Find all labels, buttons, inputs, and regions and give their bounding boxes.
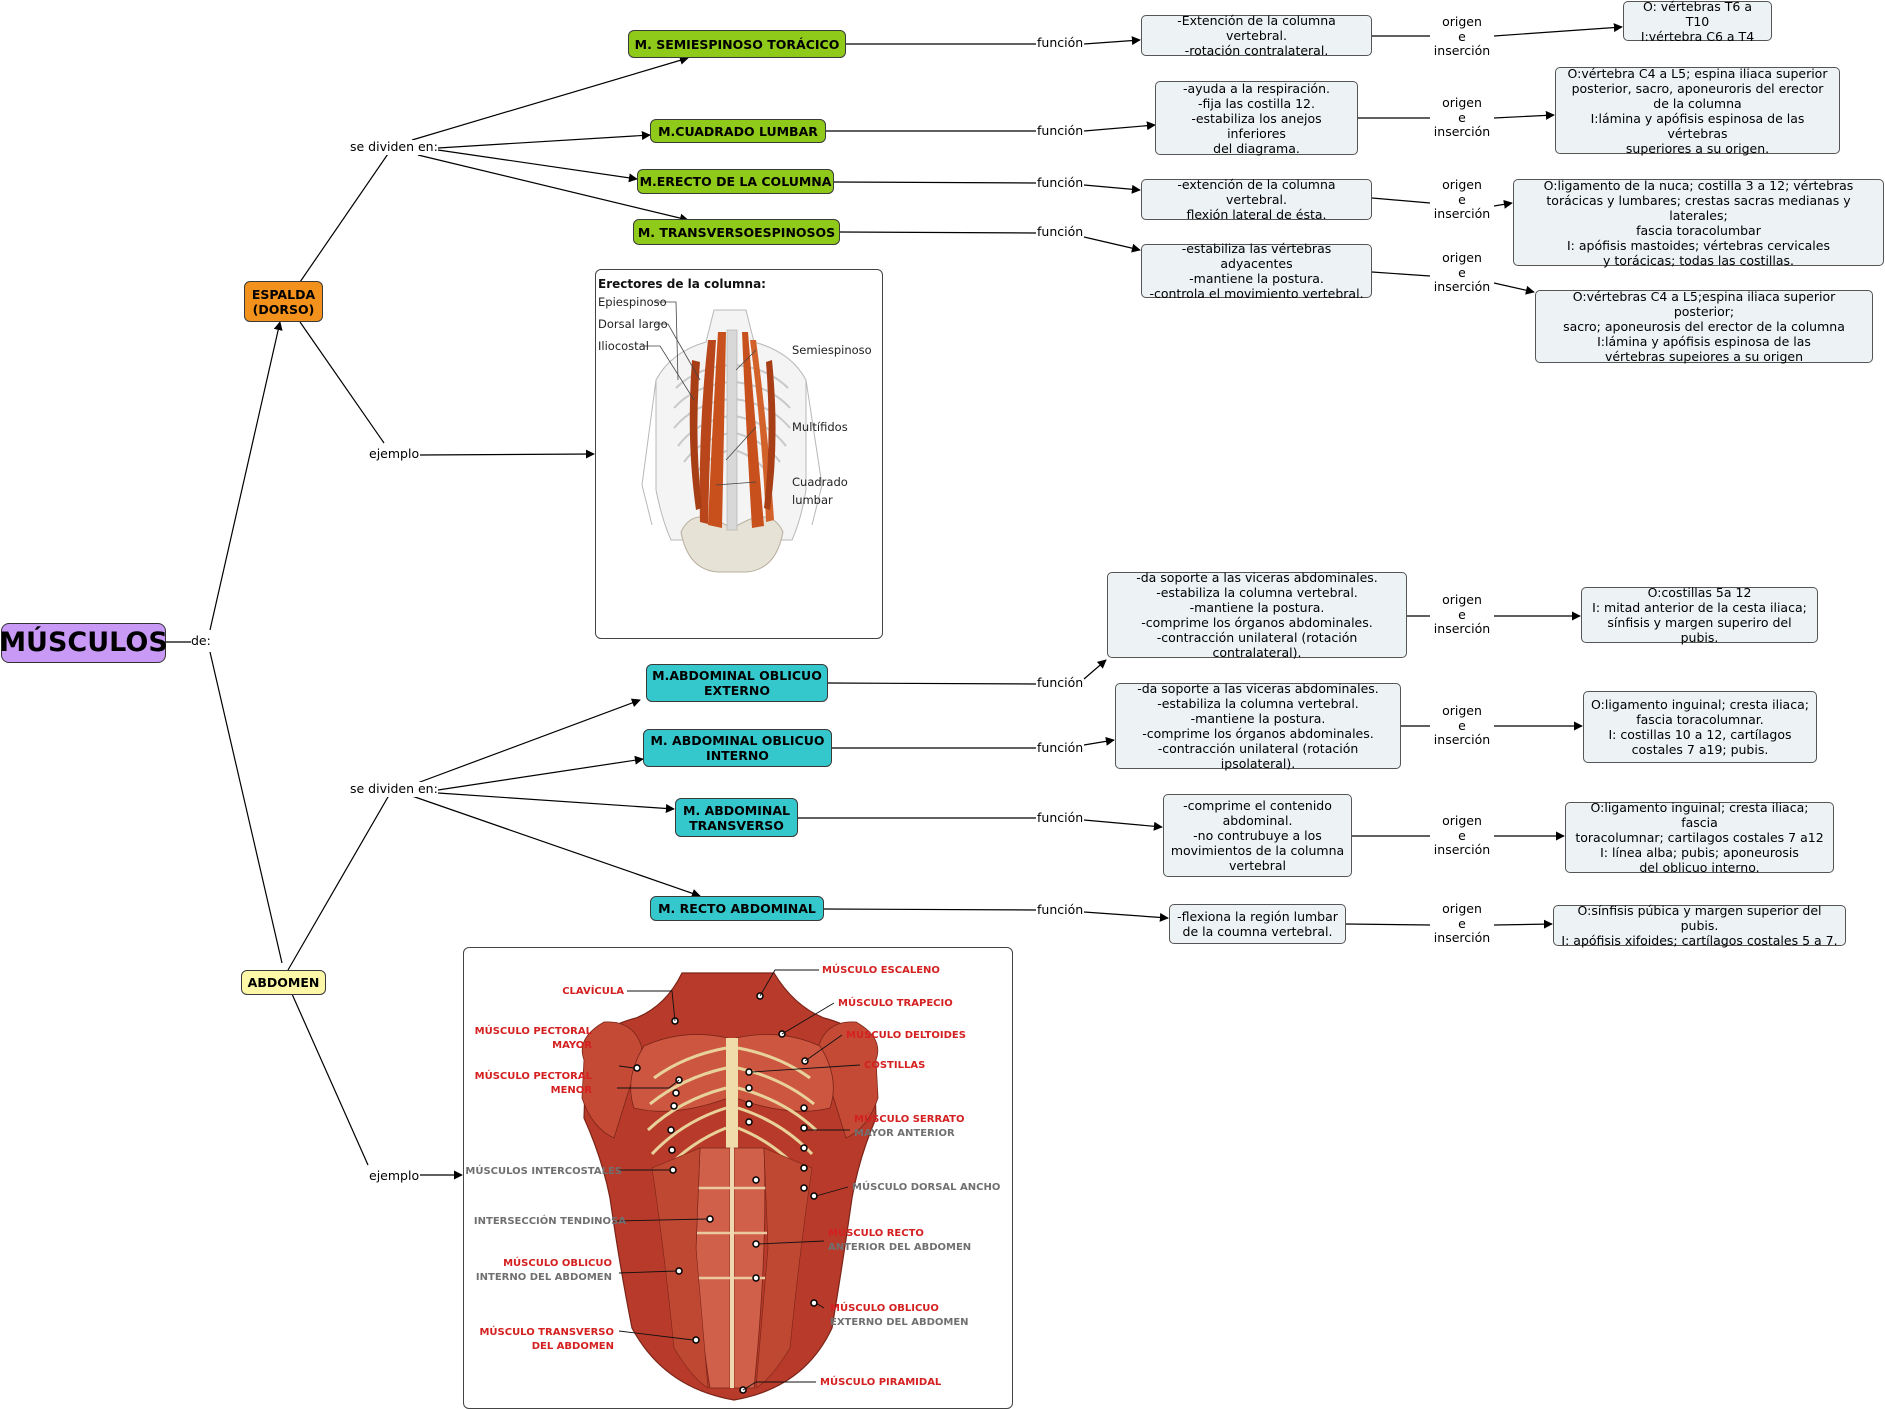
label-iliocostal: Iliocostal <box>598 339 649 353</box>
label-cuadrado-lumbar-2: lumbar <box>792 493 833 507</box>
label-escaleno: MÚSCULO ESCALENO <box>822 963 940 976</box>
link-label-origen: origen e inserción <box>1430 901 1494 946</box>
node-espalda[interactable]: ESPALDA (DORSO) <box>244 281 323 322</box>
info-funcion-recto: -flexiona la región lumbar de la coumna … <box>1169 904 1346 944</box>
label-interseccion-tendinosa: INTERSECCIÓN TENDINOSA <box>474 1214 626 1227</box>
image-musculos-abdomen: CLAVÍCULA MÚSCULO PECTORAL MAYOR MÚSCULO… <box>463 947 1013 1409</box>
link-label-se-dividen-espalda: se dividen en: <box>350 139 438 155</box>
link-label-origen: origen e inserción <box>1430 250 1494 295</box>
label-trapecio: MÚSCULO TRAPECIO <box>838 996 953 1009</box>
label-multifidos: Multífidos <box>792 420 848 434</box>
link-label-origen: origen e inserción <box>1430 177 1494 222</box>
link-label-funcion: función <box>1037 35 1084 51</box>
info-origen-cuadrado: O:vértebra C4 a L5; espina iliaca superi… <box>1555 66 1840 156</box>
label-pectoral-mayor-2: MAYOR <box>552 1040 592 1051</box>
link-label-origen: origen e inserción <box>1430 703 1494 748</box>
info-origen-oblicuo-interno: O:ligamento inguinal; cresta iliaca; fas… <box>1583 691 1817 763</box>
label-epiespinoso: Epiespinoso <box>598 295 667 309</box>
label-oblicuo-externo: MÚSCULO OBLICUO <box>830 1301 939 1314</box>
label-costillas: COSTILLAS <box>864 1060 925 1071</box>
info-funcion-oblicuo-interno: -da soporte a las viceras abdominales. -… <box>1115 681 1401 771</box>
info-origen-oblicuo-externo: O:costillas 5a 12 I: mitad anterior de l… <box>1581 585 1818 645</box>
node-cuadrado-lumbar[interactable]: M.CUADRADO LUMBAR <box>650 119 826 143</box>
label-piramidal: MÚSCULO PIRAMIDAL <box>820 1375 942 1388</box>
link-label-origen: origen e inserción <box>1430 592 1494 637</box>
link-label-funcion: función <box>1037 123 1084 139</box>
info-funcion-erecto: -extención de la columna vertebral. flex… <box>1141 177 1372 222</box>
info-origen-erecto: O:ligamento de la nuca; costilla 3 a 12;… <box>1513 178 1884 268</box>
info-funcion-transversoespinosos: -estabiliza las vértebras adyacentes -ma… <box>1141 241 1372 301</box>
label-oblicuo-interno: MÚSCULO OBLICUO <box>503 1256 612 1269</box>
label-recto: MÚSCULO RECTO <box>828 1226 924 1239</box>
label-dorsal-ancho: MÚSCULO DORSAL ANCHO <box>852 1180 1000 1193</box>
info-funcion-cuadrado: -ayuda a la respiración. -fija las costi… <box>1155 81 1358 156</box>
link-label-origen: origen e inserción <box>1430 813 1494 858</box>
node-recto-abdominal[interactable]: M. RECTO ABDOMINAL <box>650 896 824 921</box>
root-node-musculos[interactable]: MÚSCULOS <box>0 623 168 663</box>
node-abdomen[interactable]: ABDOMEN <box>241 970 326 995</box>
label-serrato: MÚSCULO SERRATO <box>854 1112 964 1125</box>
label-clavicula: CLAVÍCULA <box>562 984 624 997</box>
link-label-origen: origen e inserción <box>1430 95 1494 140</box>
info-origen-transversoespinosos: O:vértebras C4 a L5;espina iliaca superi… <box>1535 289 1873 364</box>
link-label-funcion: función <box>1037 224 1084 240</box>
info-origen-semiespinoso: O: vértebras T6 a T10 I:vértebra C6 a T4 <box>1623 0 1772 44</box>
label-intercostales: MÚSCULOS INTERCOSTALES <box>465 1164 622 1177</box>
link-label-funcion: función <box>1037 175 1084 191</box>
node-oblicuo-externo[interactable]: M.ABDOMINAL OBLICUO EXTERNO <box>646 664 828 702</box>
info-funcion-transverso: -comprime el contenido abdominal. -no co… <box>1163 794 1352 877</box>
link-label-funcion: función <box>1037 810 1084 826</box>
link-label-de: de: <box>191 633 211 649</box>
label-cuadrado-lumbar: Cuadrado <box>792 475 848 489</box>
label-transverso: MÚSCULO TRANSVERSO <box>479 1325 614 1338</box>
label-semiespinoso: Semiespinoso <box>792 343 872 357</box>
node-abdominal-transverso[interactable]: M. ABDOMINAL TRANSVERSO <box>675 798 798 837</box>
label-oblicuo-interno-2: INTERNO DEL ABDOMEN <box>476 1272 612 1283</box>
label-pectoral-menor: MÚSCULO PECTORAL <box>475 1069 593 1082</box>
image-erectores-columna: Erectores de la columna: Epiespinoso Dor… <box>595 269 883 639</box>
label-dorsal-largo: Dorsal largo <box>598 317 668 331</box>
node-erecto-columna[interactable]: M.ERECTO DE LA COLUMNA <box>637 169 834 194</box>
label-pectoral-menor-2: MENOR <box>551 1085 593 1096</box>
label-recto-2: ANTERIOR DEL ABDOMEN <box>828 1242 971 1253</box>
node-transversoespinosos[interactable]: M. TRANSVERSOESPINOSOS <box>633 219 840 245</box>
node-semiespinoso-toracico[interactable]: M. SEMIESPINOSO TORÁCICO <box>628 30 846 58</box>
info-origen-recto: O:sínfisis púbica y margen superior del … <box>1553 903 1846 948</box>
info-funcion-oblicuo-externo: -da soporte a las viceras abdominales. -… <box>1107 570 1407 660</box>
node-oblicuo-interno[interactable]: M. ABDOMINAL OBLICUO INTERNO <box>643 729 832 767</box>
link-label-funcion: función <box>1037 740 1084 756</box>
label-pectoral-mayor: MÚSCULO PECTORAL <box>475 1024 593 1037</box>
link-label-funcion: función <box>1037 675 1084 691</box>
label-serrato-2: MAYOR ANTERIOR <box>854 1128 955 1139</box>
link-label-funcion: función <box>1037 902 1084 918</box>
link-label-ejemplo-abdomen: ejemplo <box>369 1168 420 1184</box>
label-transverso-2: DEL ABDOMEN <box>532 1341 614 1352</box>
label-oblicuo-externo-2: EXTERNO DEL ABDOMEN <box>830 1317 969 1328</box>
image-title-erectores: Erectores de la columna: <box>598 277 766 291</box>
info-origen-transverso: O:ligamento inguinal; cresta iliaca; fas… <box>1565 800 1834 875</box>
link-label-ejemplo-espalda: ejemplo <box>369 446 420 462</box>
link-label-origen: origen e inserción <box>1430 14 1494 59</box>
info-funcion-semiespinoso: -Extención de la columna vertebral. -rot… <box>1141 13 1372 58</box>
link-label-se-dividen-abdomen: se dividen en: <box>350 781 438 797</box>
label-deltoides: MÚSCULO DELTOIDES <box>846 1028 966 1041</box>
